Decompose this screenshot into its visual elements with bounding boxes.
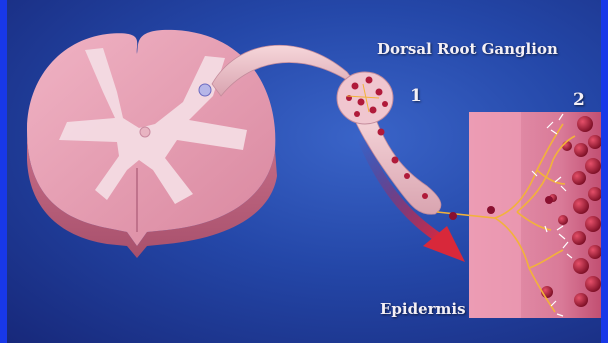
dorsal-root-ganglion-label: Dorsal Root Ganglion xyxy=(377,40,558,58)
epidermis-layer xyxy=(469,112,521,318)
ganglion-cell-8 xyxy=(354,111,360,117)
capillary-cell xyxy=(574,293,588,307)
ganglion-body xyxy=(337,72,393,124)
stray-red-cell xyxy=(449,212,457,220)
marker-1-label: 1 xyxy=(410,86,422,106)
inset-cell-2 xyxy=(545,196,553,204)
capillary-cell xyxy=(558,215,568,225)
epidermis-label: Epidermis xyxy=(380,300,466,318)
dorsal-root-ganglion xyxy=(337,72,393,124)
dorsal-horn-neuron xyxy=(199,84,211,96)
capillary-cell xyxy=(572,171,586,185)
capillary-cell xyxy=(572,231,586,245)
capillary-cell xyxy=(573,198,589,214)
capillary-cell xyxy=(585,216,601,232)
rbc-root-2 xyxy=(392,157,399,164)
ganglion-cell-4 xyxy=(358,99,365,106)
ganglion-cell-7 xyxy=(382,101,388,107)
capillary-cell xyxy=(573,258,589,274)
ganglion-cell-2 xyxy=(366,77,373,84)
central-canal xyxy=(140,127,150,137)
inset-cell-1 xyxy=(487,206,495,214)
rbc-root-4 xyxy=(422,193,428,199)
ganglion-cell-1 xyxy=(352,83,359,90)
capillary-cell xyxy=(577,116,593,132)
capillary-cell xyxy=(574,143,588,157)
capillary-cell xyxy=(585,158,601,174)
rbc-root-3 xyxy=(404,173,410,179)
marker-2-label: 2 xyxy=(573,90,585,110)
rbc-root-1 xyxy=(378,129,385,136)
ganglion-cell-3 xyxy=(376,89,383,96)
skin-inset xyxy=(437,112,601,318)
capillary-cell xyxy=(585,276,601,292)
capillary-cell xyxy=(562,141,572,151)
ganglion-cell-6 xyxy=(370,107,377,114)
